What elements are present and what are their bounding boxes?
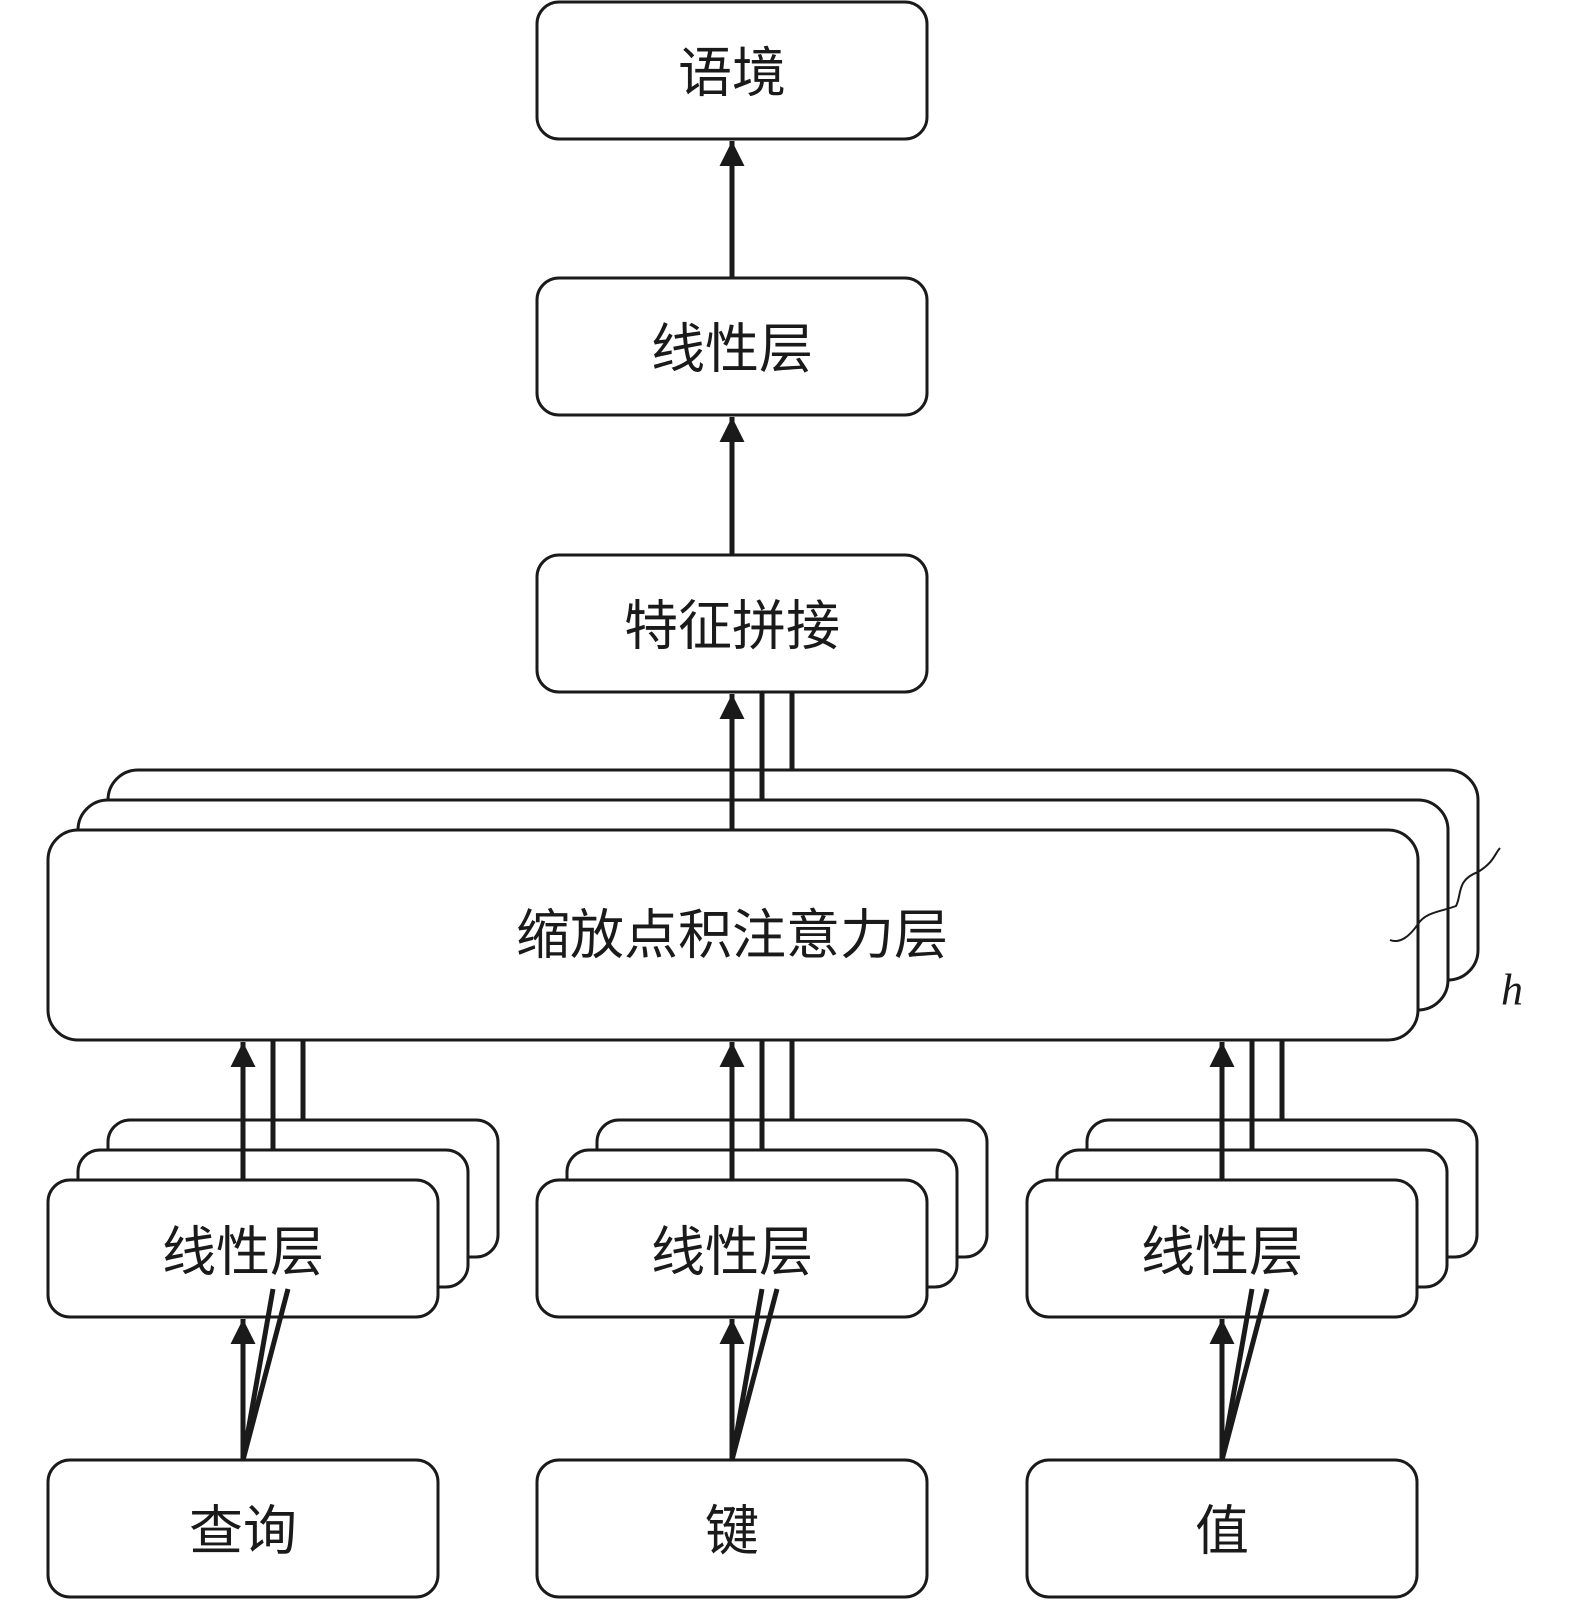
arrows-key-linear-to-attention bbox=[719, 1040, 795, 1180]
key-linear-label: 线性层 bbox=[651, 1221, 813, 1284]
query-linear-stack: 线性层 bbox=[46, 1118, 500, 1319]
concat-label: 特征拼接 bbox=[624, 595, 840, 658]
key-label: 键 bbox=[705, 1500, 759, 1563]
output-linear-label: 线性层 bbox=[651, 318, 813, 381]
value-linear-stack: 线性层 bbox=[1025, 1118, 1479, 1319]
key-linear-stack: 线性层 bbox=[535, 1118, 989, 1319]
value-linear-label: 线性层 bbox=[1141, 1221, 1303, 1284]
arrows-query-to-linear bbox=[230, 1288, 291, 1461]
arrows-query-linear-to-attention bbox=[230, 1040, 306, 1180]
arrows-key-to-linear bbox=[719, 1288, 780, 1461]
arrows-value-linear-to-attention bbox=[1209, 1040, 1285, 1180]
context-node: 语境 bbox=[535, 0, 929, 141]
attention-stack: 缩放点积注意力层 bbox=[46, 768, 1480, 1042]
arrows-value-to-linear bbox=[1209, 1288, 1270, 1461]
query-label: 查询 bbox=[189, 1500, 297, 1563]
concat-node: 特征拼接 bbox=[535, 553, 929, 694]
attention-label: 缩放点积注意力层 bbox=[516, 904, 948, 967]
heads-label: h bbox=[1501, 966, 1523, 1015]
output-linear-node: 线性层 bbox=[535, 276, 929, 417]
key-node: 键 bbox=[535, 1458, 929, 1599]
value-node: 值 bbox=[1025, 1458, 1419, 1599]
value-label: 值 bbox=[1195, 1500, 1249, 1563]
query-linear-label: 线性层 bbox=[162, 1221, 324, 1284]
heads-brace bbox=[1389, 847, 1501, 942]
arrows-attention-to-concat bbox=[719, 692, 795, 830]
query-node: 查询 bbox=[46, 1458, 440, 1599]
context-label: 语境 bbox=[678, 42, 786, 105]
